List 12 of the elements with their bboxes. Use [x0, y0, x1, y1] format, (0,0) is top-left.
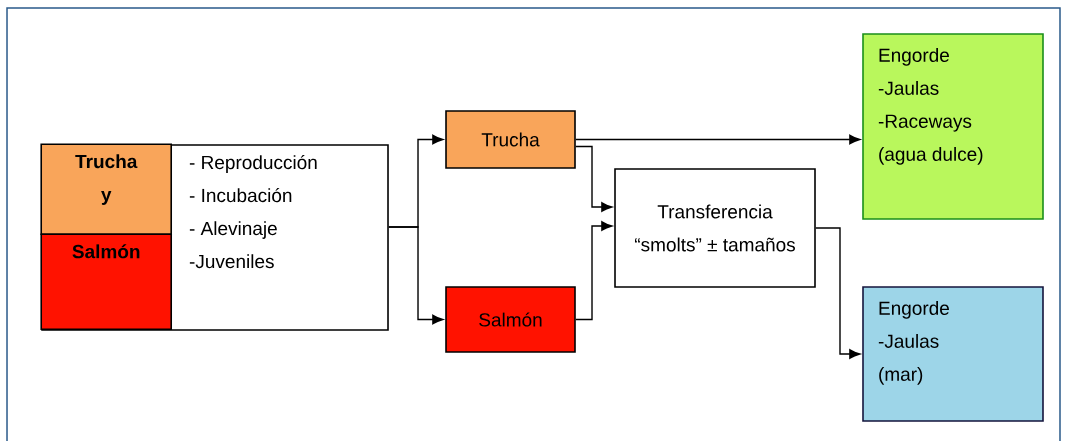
arrow: [388, 226, 444, 325]
process-box: Transferencia “smolts” ± tamaños: [614, 168, 816, 288]
arrow: [575, 134, 861, 145]
species-box: Salmón: [445, 286, 576, 353]
arrow: [815, 227, 861, 359]
stage-box: Engorde -Jaulas (mar): [862, 286, 1044, 422]
species-cell: Salmón: [40, 233, 172, 330]
species-cell: Trucha y: [40, 143, 172, 235]
species-box: Trucha: [445, 110, 576, 169]
stage-box: Engorde -Jaulas -Raceways (agua dulce): [862, 33, 1044, 220]
arrow: [575, 221, 613, 321]
arrow: [575, 145, 613, 212]
